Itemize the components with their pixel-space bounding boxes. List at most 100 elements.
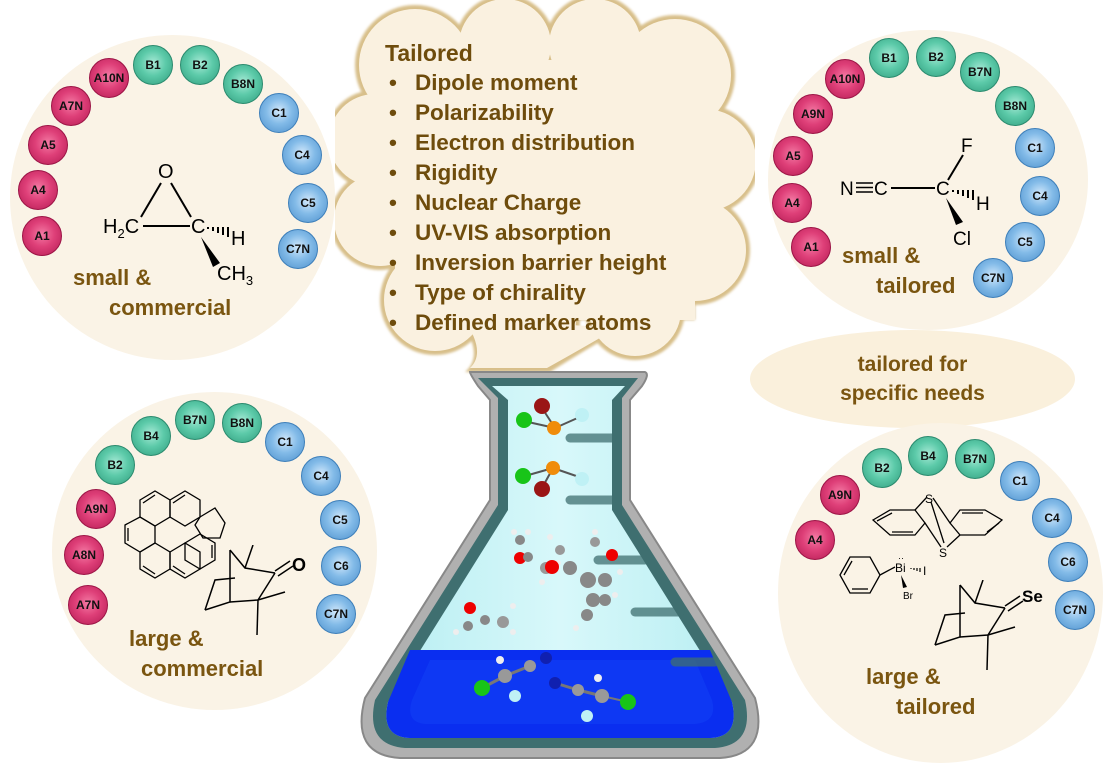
- note-tailored-specific-needs: tailored for specific needs: [750, 330, 1075, 428]
- atom-o: O: [158, 161, 174, 183]
- cloud-title: Tailored: [385, 40, 473, 66]
- bead-B7N: B7N: [960, 52, 1000, 92]
- property-item: Inversion barrier height: [385, 248, 666, 278]
- bead-A9N: A9N: [793, 94, 833, 134]
- bead-B2: B2: [862, 448, 902, 488]
- property-item: Rigidity: [385, 158, 666, 188]
- property-item: Electron distribution: [385, 128, 666, 158]
- molecule-nitrile-2: [549, 674, 636, 722]
- molecule-top-1: [516, 398, 589, 435]
- atom-bi: Bi: [895, 561, 906, 575]
- bead-C1: C1: [1015, 128, 1055, 168]
- bead-B7N: B7N: [175, 400, 215, 440]
- property-item: Type of chirality: [385, 278, 666, 308]
- atom-n: N: [840, 179, 854, 200]
- bead-C6: C6: [1048, 542, 1088, 582]
- bead-B7N: B7N: [955, 439, 995, 479]
- chlorofluoroacetonitrile-structure: F N C C H Cl: [840, 136, 990, 250]
- molecule-top-2: [515, 461, 589, 497]
- bead-A7N: A7N: [68, 585, 108, 625]
- caption-line2: tailored: [876, 273, 956, 298]
- caption-line1: large &: [866, 664, 941, 689]
- molecule-large: [545, 529, 623, 631]
- bead-B1: B1: [869, 38, 909, 78]
- bead-C4: C4: [282, 135, 322, 175]
- bead-A4: A4: [795, 520, 835, 560]
- caption-small-tailored: small & tailored: [842, 241, 955, 301]
- caption-large-commercial: large & commercial: [129, 624, 263, 684]
- atom-s2: S: [939, 546, 947, 560]
- bead-B4: B4: [131, 416, 171, 456]
- bead-A5: A5: [773, 136, 813, 176]
- helicene-structure: [124, 490, 226, 579]
- bead-C7N: C7N: [973, 258, 1013, 298]
- note-line2: specific needs: [840, 382, 985, 405]
- bead-B2: B2: [180, 45, 220, 85]
- caption-line1: small &: [73, 265, 152, 290]
- bead-A4: A4: [18, 170, 58, 210]
- bead-A10N: A10N: [89, 58, 129, 98]
- bead-A8N: A8N: [64, 535, 104, 575]
- bead-A4: A4: [772, 183, 812, 223]
- atom-s1: S: [925, 492, 933, 506]
- bead-C4: C4: [1020, 176, 1060, 216]
- caption-line2: commercial: [109, 295, 232, 320]
- bead-C4: C4: [301, 456, 341, 496]
- property-item: Dipole moment: [385, 68, 666, 98]
- atom-c1: C: [874, 179, 888, 200]
- bead-C7N: C7N: [1055, 590, 1095, 630]
- bead-C1: C1: [265, 422, 305, 462]
- molecule-epoxide-2: [453, 602, 516, 635]
- atom-cl: Cl: [953, 229, 971, 250]
- bead-B4: B4: [908, 436, 948, 476]
- propylene-oxide-structure: O H2C C H CH3: [103, 161, 253, 288]
- atom-h: H: [976, 194, 990, 215]
- bead-C1: C1: [1000, 461, 1040, 501]
- bead-B1: B1: [133, 45, 173, 85]
- atom-c: C: [191, 216, 205, 238]
- bead-C1: C1: [259, 93, 299, 133]
- bead-A1: A1: [791, 227, 831, 267]
- property-item: UV-VIS absorption: [385, 218, 666, 248]
- bead-C7N: C7N: [278, 229, 318, 269]
- bead-B2: B2: [95, 445, 135, 485]
- property-item: Defined marker atoms: [385, 308, 666, 338]
- atom-i: I: [923, 564, 926, 578]
- selenocamphor-structure: Se: [934, 580, 1043, 671]
- molecule-nitrile-1: [474, 652, 552, 702]
- camphor-structure: O: [204, 545, 306, 636]
- note-line1: tailored for: [857, 353, 968, 376]
- atom-br: Br: [903, 591, 914, 602]
- atom-o: O: [292, 555, 306, 575]
- property-item: Polarizability: [385, 98, 666, 128]
- cloud-property-list: Tailored Dipole moment Polarizability El…: [385, 38, 666, 338]
- atom-f: F: [961, 136, 973, 157]
- bead-A1: A1: [22, 216, 62, 256]
- bead-A5: A5: [28, 125, 68, 165]
- bead-B2: B2: [916, 37, 956, 77]
- atom-c2: C: [936, 179, 950, 200]
- bead-C5: C5: [320, 500, 360, 540]
- bismuth-compound-structure: Bi ·· I Br: [839, 553, 926, 602]
- bead-A9N: A9N: [76, 489, 116, 529]
- atom-h: H: [231, 228, 245, 250]
- caption-line1: large &: [129, 626, 204, 651]
- bead-C6: C6: [321, 546, 361, 586]
- lone-pair-dots: ··: [898, 553, 904, 563]
- bead-C5: C5: [1005, 222, 1045, 262]
- atom-h2c: H2C: [103, 216, 139, 241]
- caption-large-tailored: large & tailored: [866, 662, 975, 722]
- graduation-marks: [565, 433, 720, 667]
- thiaspiro-structure: S S: [871, 492, 1004, 560]
- bead-A10N: A10N: [825, 59, 865, 99]
- bead-C4: C4: [1032, 498, 1072, 538]
- bead-A7N: A7N: [51, 86, 91, 126]
- caption-small-commercial: small & commercial: [73, 263, 231, 323]
- caption-line1: small &: [842, 243, 921, 268]
- caption-line2: tailored: [896, 694, 976, 719]
- bead-B8N: B8N: [995, 86, 1035, 126]
- erlenmeyer-flask: [360, 371, 760, 759]
- property-item: Nuclear Charge: [385, 188, 666, 218]
- bead-B8N: B8N: [222, 403, 262, 443]
- bead-C5: C5: [288, 183, 328, 223]
